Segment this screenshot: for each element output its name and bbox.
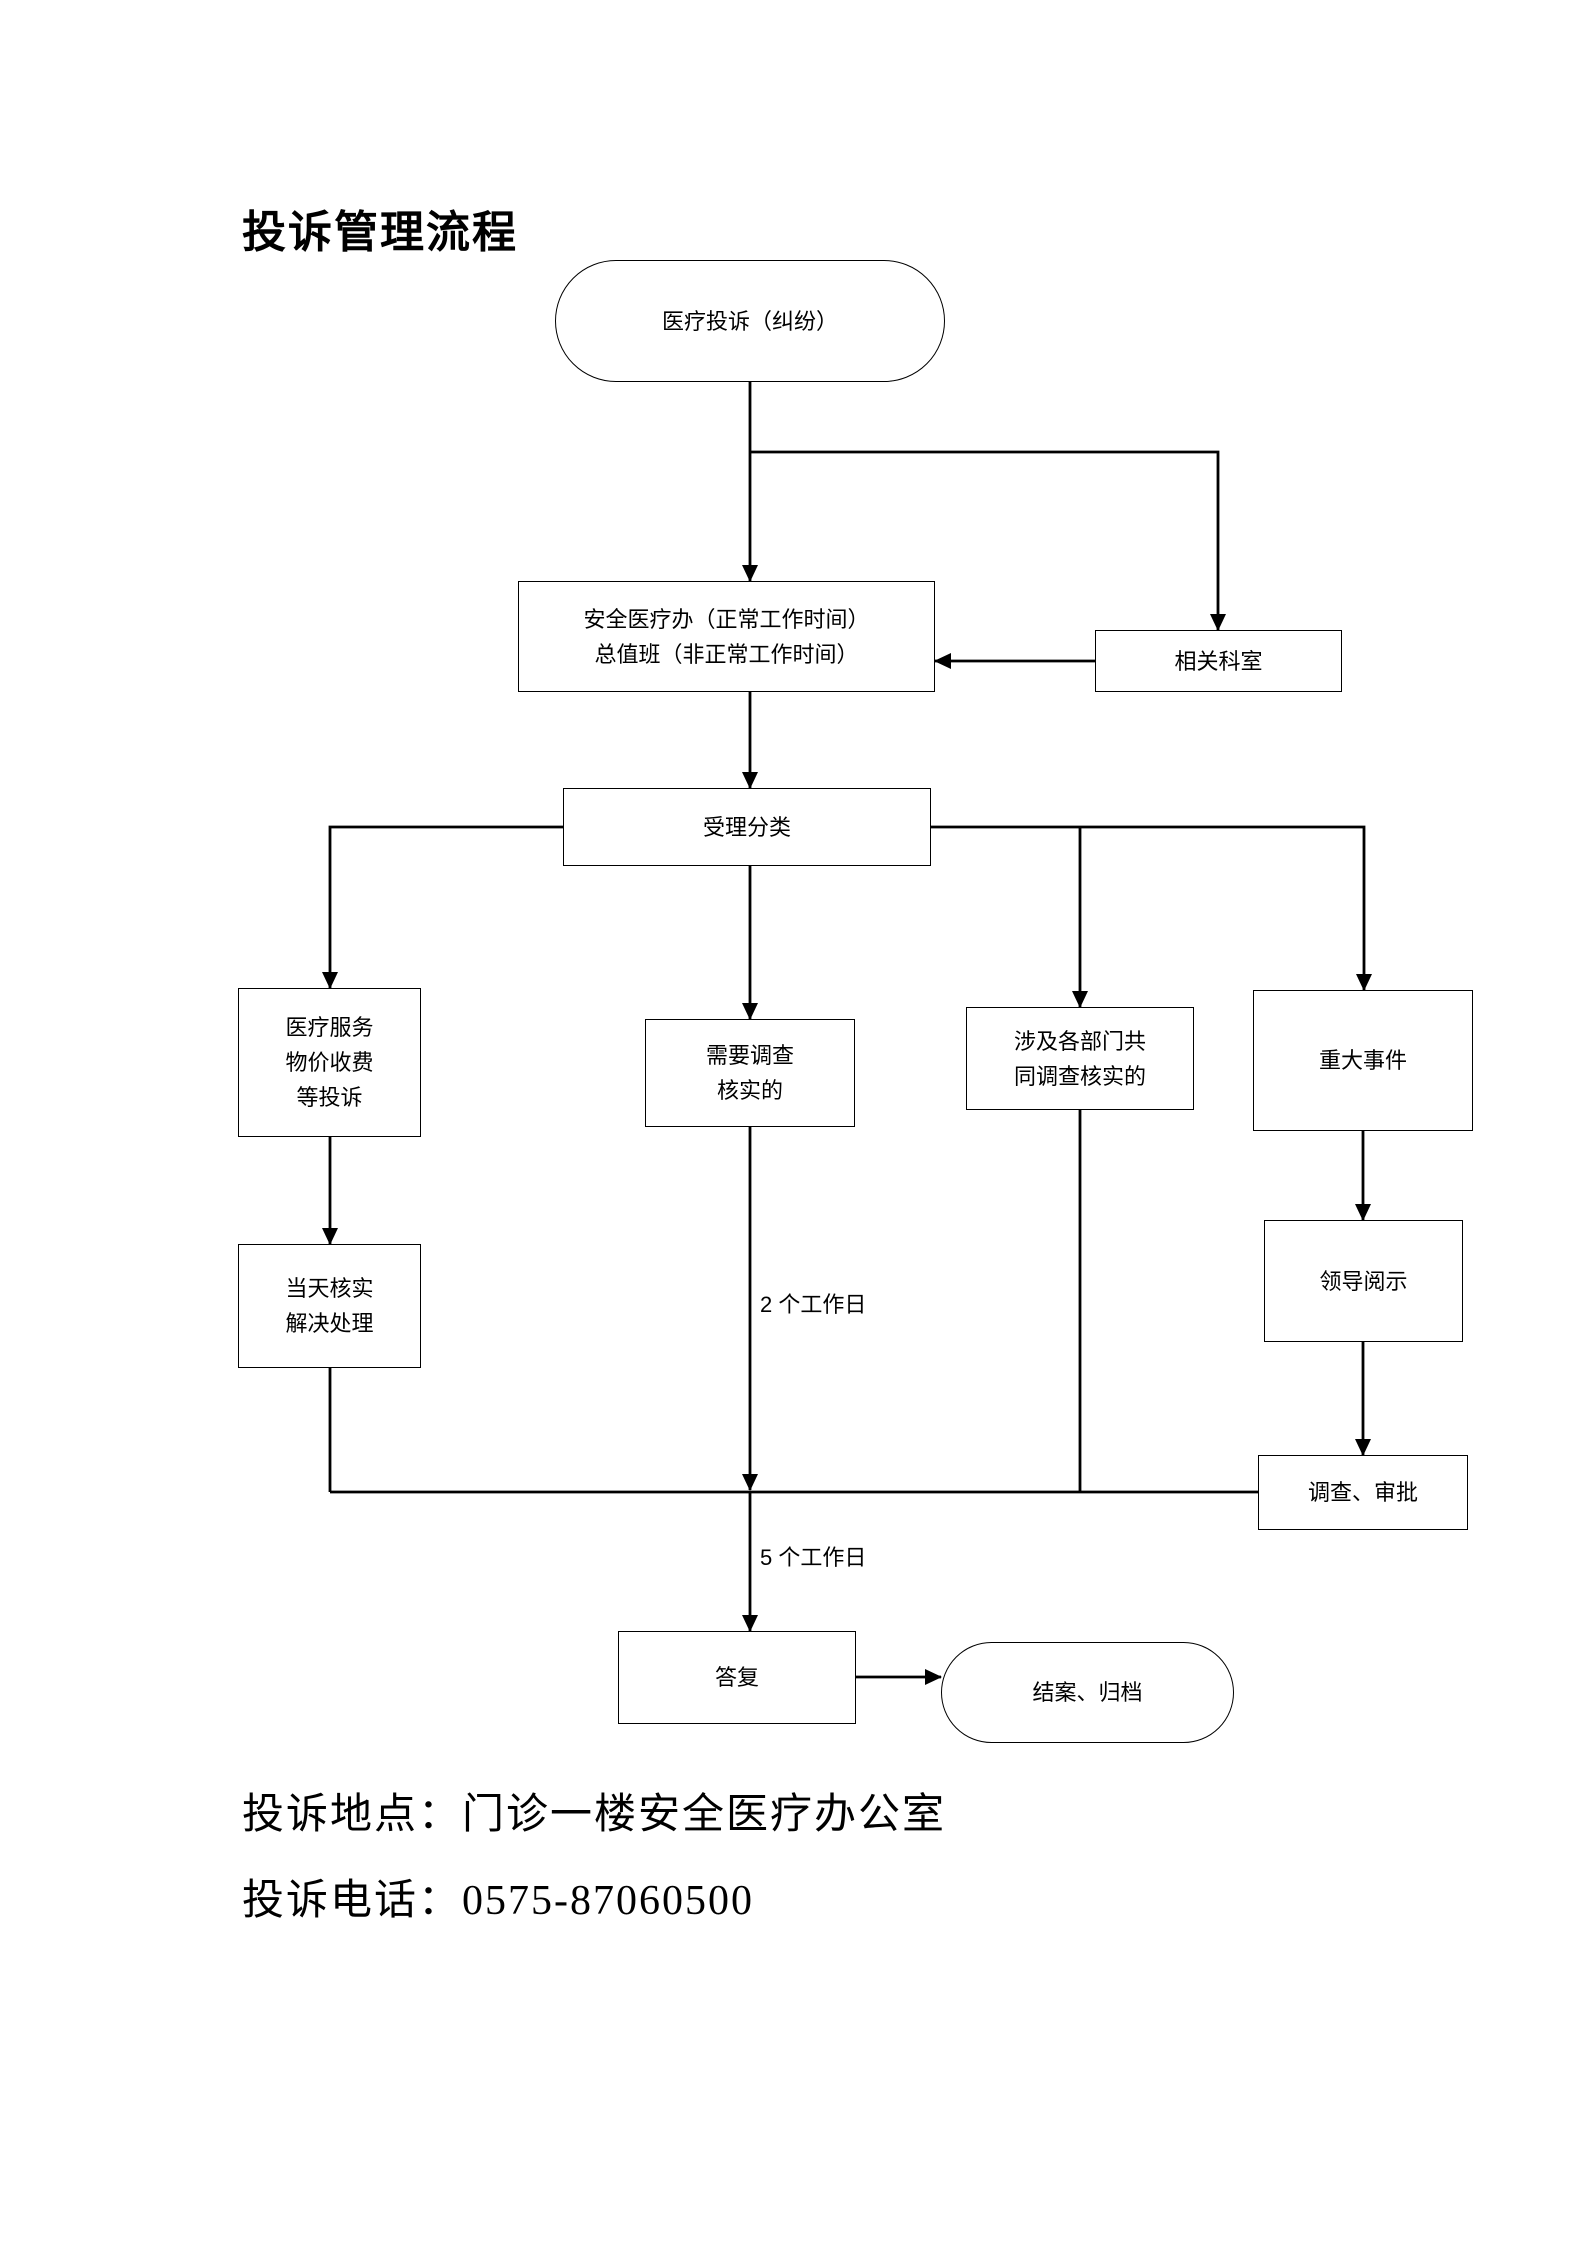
- node-service-complaint-line3: 等投诉: [296, 1085, 363, 1110]
- node-close-archive: 结案、归档: [941, 1642, 1234, 1743]
- node-need-investigation: 需要调查 核实的: [645, 1019, 855, 1127]
- footer-complaint-phone: 投诉电话：0575-87060500: [242, 1878, 754, 1924]
- node-related-department-label: 相关科室: [1174, 648, 1263, 674]
- node-safety-office: 安全医疗办（正常工作时间） 总值班（非正常工作时间）: [518, 581, 935, 692]
- node-start: 医疗投诉（纠纷）: [555, 260, 945, 382]
- node-need-investigation-line2: 核实的: [716, 1078, 783, 1103]
- node-classify: 受理分类: [563, 788, 931, 866]
- node-close-archive-label: 结案、归档: [1032, 1680, 1143, 1705]
- node-reply: 答复: [618, 1631, 856, 1724]
- node-same-day-resolve: 当天核实 解决处理: [238, 1244, 421, 1368]
- node-investigate-approve: 调查、审批: [1258, 1455, 1468, 1530]
- node-service-complaint-line1: 医疗服务: [285, 1015, 374, 1040]
- node-need-investigation-line1: 需要调查: [705, 1043, 794, 1068]
- node-leader-review: 领导阅示: [1264, 1220, 1463, 1342]
- page-title: 投诉管理流程: [242, 208, 518, 257]
- node-start-label: 医疗投诉（纠纷）: [661, 308, 838, 334]
- node-safety-office-line1: 安全医疗办（正常工作时间）: [583, 606, 870, 632]
- node-safety-office-line2: 总值班（非正常工作时间）: [594, 641, 859, 667]
- edge-label-five-working-days: 5 个工作日: [758, 1541, 869, 1575]
- node-reply-label: 答复: [714, 1665, 759, 1690]
- footer-complaint-location: 投诉地点：门诊一楼安全医疗办公室: [242, 1792, 947, 1838]
- node-same-day-resolve-line1: 当天核实: [285, 1276, 374, 1301]
- edge-label-two-working-days: 2 个工作日: [758, 1288, 869, 1322]
- node-major-event: 重大事件: [1253, 990, 1473, 1131]
- node-investigate-approve-label: 调查、审批: [1307, 1480, 1418, 1505]
- node-same-day-resolve-line2: 解决处理: [285, 1311, 374, 1336]
- node-major-event-label: 重大事件: [1318, 1048, 1407, 1073]
- node-classify-label: 受理分类: [702, 814, 791, 840]
- node-multi-department-line2: 同调查核实的: [1013, 1063, 1146, 1089]
- node-multi-department: 涉及各部门共 同调查核实的: [966, 1007, 1194, 1110]
- node-service-complaint-line2: 物价收费: [285, 1050, 374, 1075]
- node-related-department: 相关科室: [1095, 630, 1342, 692]
- node-leader-review-label: 领导阅示: [1319, 1268, 1408, 1294]
- node-multi-department-line1: 涉及各部门共: [1013, 1028, 1146, 1054]
- node-service-complaint: 医疗服务 物价收费 等投诉: [238, 988, 421, 1137]
